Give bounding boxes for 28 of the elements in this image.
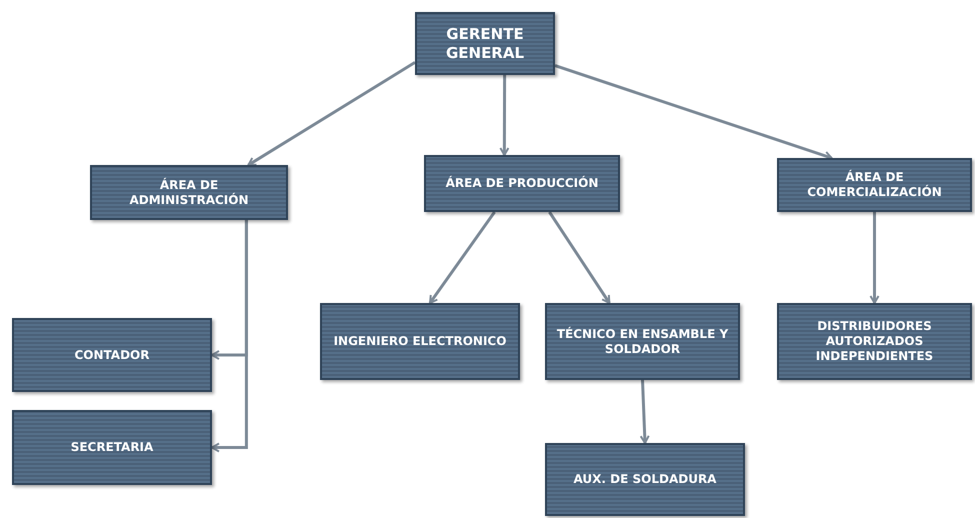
org-box	[545, 443, 745, 516]
role-title: ÁREA DE ADMINISTRACIÓN	[128, 178, 250, 208]
org-box	[12, 410, 212, 485]
role-title: DISTRIBUIDORES AUTORIZADOS INDEPENDIENTES	[814, 319, 934, 364]
role-title: SECRETARIA	[70, 440, 154, 455]
arrow	[640, 380, 650, 444]
arrow	[870, 212, 880, 304]
role-title: ÁREA DE COMERCIALIZACIÓN	[806, 170, 943, 200]
org-box	[12, 318, 212, 392]
arrow	[428, 211, 496, 304]
role-title: GERENTE GENERAL	[444, 24, 526, 62]
role-title: TÉCNICO EN ENSAMBLE Y SOLDADOR	[556, 326, 730, 356]
org-box	[320, 303, 520, 380]
arrow	[554, 64, 833, 161]
arrow	[499, 75, 510, 156]
arrow	[548, 211, 611, 304]
role-title: ÁREA DE PRODUCCIÓN	[446, 176, 598, 191]
org-box	[90, 165, 288, 220]
role-title: CONTADOR	[74, 348, 150, 362]
role-title: AUX. DE SOLDADURA	[574, 472, 716, 487]
role-title: INGENIERO ELECTRONICO	[334, 334, 506, 349]
org-box	[545, 303, 740, 380]
org-box	[415, 12, 555, 75]
org-box	[777, 303, 972, 380]
org-box	[777, 158, 972, 212]
org-box	[424, 155, 620, 212]
arrow	[211, 220, 248, 452]
arrow	[247, 61, 416, 166]
